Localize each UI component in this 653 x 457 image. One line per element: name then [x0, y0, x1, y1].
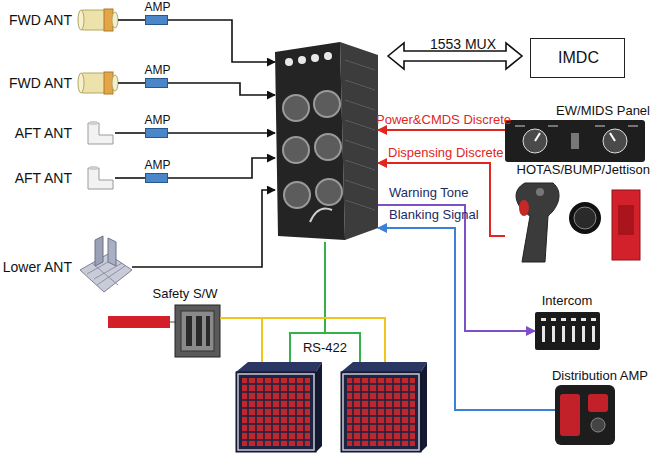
- amp-box: AMP: [145, 15, 168, 25]
- signal-line: [378, 129, 505, 131]
- antenna-node: FWD ANT: [78, 8, 118, 32]
- signal-line: [378, 163, 505, 236]
- aft-antenna-art: [88, 121, 113, 144]
- node-label: HOTAS/BUMP/Jettison: [495, 163, 650, 178]
- signal-line: [168, 20, 275, 62]
- node-label: IMDC: [531, 49, 626, 67]
- node-label: FWD ANT: [0, 75, 72, 91]
- node-label: FWD ANT: [0, 12, 72, 28]
- signal-line: [118, 19, 145, 21]
- dispenser-art: [341, 362, 427, 452]
- safety-switch-node: Safety S/W: [175, 305, 220, 357]
- signal-line: [220, 318, 385, 362]
- amp-box: AMP: [145, 78, 168, 88]
- node-label: AMP: [140, 159, 175, 173]
- amp-box: AMP: [145, 173, 168, 183]
- signal-line: [220, 318, 262, 362]
- safety-switch-art: [108, 305, 220, 357]
- dispenser-art: [236, 362, 322, 452]
- signal-line: [168, 83, 275, 95]
- signal-line: [378, 228, 555, 410]
- signal-label: Dispensing Discrete: [388, 146, 528, 161]
- system-box: IMDC: [530, 38, 625, 78]
- antenna-node: Lower ANT: [78, 236, 132, 298]
- node-label: AMP: [140, 114, 175, 128]
- antenna-node: FWD ANT: [78, 71, 118, 95]
- signal-line: [168, 158, 275, 178]
- node-label: Lower ANT: [0, 259, 72, 275]
- node-label: AMP: [140, 64, 175, 78]
- signal-line: [168, 132, 275, 134]
- node-label: AFT ANT: [0, 170, 72, 186]
- signal-label: Warning Tone: [389, 186, 499, 201]
- signal-label: Power&CMDS Discrete: [376, 113, 526, 128]
- distribution-amp-node: Distribution AMP: [555, 385, 615, 445]
- node-label: Intercom: [527, 294, 607, 309]
- ew-unit-art: [275, 42, 378, 240]
- node-label: AFT ANT: [0, 125, 72, 141]
- distribution-amp-art: [555, 385, 615, 445]
- hotas-node: HOTAS/BUMP/Jettison: [505, 180, 642, 264]
- node-label: Safety S/W: [140, 287, 230, 302]
- node-label: Distribution AMP: [500, 369, 648, 384]
- panel-node: EW/MIDS Panel: [505, 120, 645, 162]
- signal-line: [115, 132, 145, 134]
- signal-label: Blanking Signal: [389, 208, 499, 223]
- signal-line: [115, 177, 145, 179]
- aft-antenna-art: [88, 166, 113, 189]
- signal-label: RS-422: [296, 341, 354, 356]
- lower-antenna-art: [80, 236, 132, 292]
- signal-line: [118, 82, 145, 84]
- ew-unit: [275, 42, 378, 242]
- antenna-node: AFT ANT: [85, 166, 115, 190]
- fwd-antenna-art: [78, 72, 118, 94]
- signal-line: [132, 190, 275, 267]
- signal-line: [378, 205, 535, 331]
- dispenser-node: [236, 362, 322, 454]
- intercom-art: [535, 312, 600, 350]
- node-label: EW/MIDS Panel: [500, 104, 650, 119]
- amp-box: AMP: [145, 128, 168, 138]
- antenna-node: AFT ANT: [85, 121, 115, 145]
- fwd-antenna-art: [78, 9, 118, 31]
- panel-art: [505, 120, 645, 162]
- intercom-node: Intercom: [535, 312, 600, 350]
- dispenser-node: [341, 362, 427, 454]
- hotas-art: [516, 183, 640, 262]
- node-label: AMP: [140, 1, 175, 15]
- signal-label: 1553 MUX: [408, 36, 518, 52]
